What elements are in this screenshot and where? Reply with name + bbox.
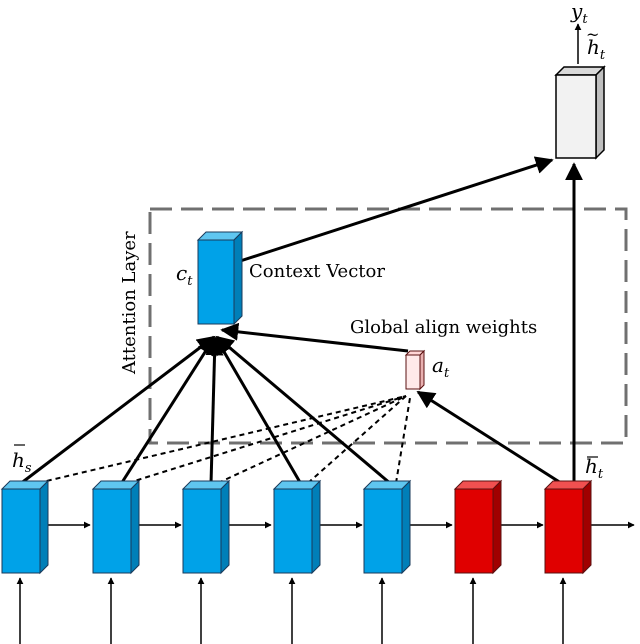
align-dotted-lines: [37, 395, 411, 484]
attention-layer-label: Attention Layer: [119, 231, 140, 375]
decoder-to-align-arrow: [416, 390, 562, 485]
context-symbol: ct: [176, 261, 193, 289]
context-lines: [19, 335, 392, 486]
context-vector-label: Context Vector: [249, 261, 385, 282]
svg-text:ct: ct: [176, 261, 193, 289]
attentional-hidden-label: ht ~: [586, 25, 606, 63]
svg-text:at: at: [432, 353, 450, 381]
encoder-block: [362, 479, 412, 575]
svg-text:hs: hs: [12, 448, 32, 476]
encoder-block: [0, 479, 50, 575]
align-weights-block: [404, 349, 426, 391]
align-weights-label: Global align weights: [350, 317, 537, 338]
attentional-hidden-block: [554, 65, 606, 160]
align-symbol: at: [432, 353, 450, 381]
decoder-block: [453, 479, 503, 575]
source-hidden-label: hs: [12, 444, 32, 476]
svg-text:ht: ht: [587, 35, 606, 63]
input-arrows: [16, 577, 567, 644]
encoder-blocks: [0, 479, 412, 575]
context-to-output-arrow: [233, 156, 554, 265]
encoder-block: [181, 479, 231, 575]
attention-layer-box: [148, 207, 628, 445]
svg-text:yt: yt: [570, 0, 588, 27]
context-vector-block: [196, 230, 244, 326]
target-hidden-label: ht: [585, 454, 604, 482]
decoder-block: [543, 479, 593, 575]
output-label: yt: [570, 0, 588, 27]
encoder-block: [91, 479, 141, 575]
align-to-context-arrow: [220, 322, 409, 353]
decoder-blocks: [453, 479, 593, 575]
svg-text:~: ~: [586, 25, 599, 44]
encoder-block: [272, 479, 322, 575]
svg-text:ht: ht: [585, 454, 604, 482]
